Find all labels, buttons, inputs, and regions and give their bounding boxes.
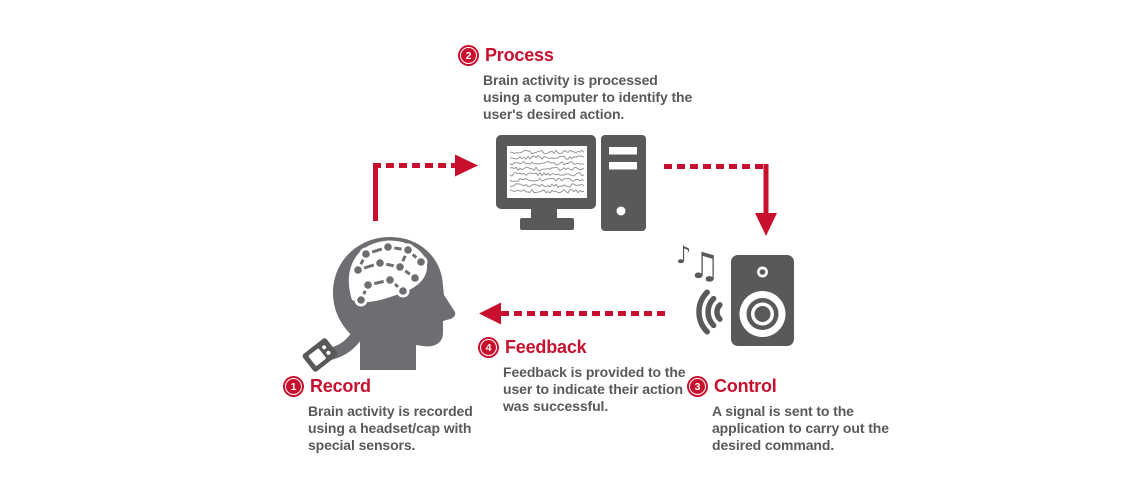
svg-text:♫: ♫ (688, 246, 720, 287)
arrow-feedback-icon (479, 302, 666, 325)
step-3-badge: 3 (687, 376, 708, 397)
step-record: 1 Record Brain activity is recorded usin… (283, 376, 504, 454)
step-feedback: 4 Feedback Feedback is provided to the u… (478, 337, 689, 415)
step-4-badge: 4 (478, 337, 499, 358)
music-notes-icon: ♪ ♫ (676, 241, 720, 287)
arrow-process-to-control-icon (664, 164, 777, 236)
step-feedback-description: Feedback is provided to the user to indi… (503, 364, 686, 414)
step-process-title: Process (485, 45, 554, 65)
eeg-traces-icon (509, 149, 585, 194)
step-feedback-title: Feedback (505, 337, 587, 357)
step-record-description: Brain activity is recorded using a heads… (308, 403, 473, 453)
step-control-description: A signal is sent to the application to c… (712, 403, 889, 453)
computer-tower-icon (601, 135, 646, 231)
speaker-icon (731, 255, 794, 346)
step-process-description: Brain activity is processed using a comp… (483, 72, 693, 122)
sound-waves-icon (696, 289, 723, 335)
step-1-badge: 1 (283, 376, 304, 397)
svg-text:♪: ♪ (676, 241, 691, 269)
head-with-eeg-sensors-icon (302, 237, 456, 372)
step-control-title: Control (714, 376, 777, 396)
step-record-title: Record (310, 376, 371, 396)
desktop-computer-icon (496, 135, 646, 231)
sensor-nodes-icon (351, 240, 428, 307)
step-2-badge: 2 (458, 45, 479, 66)
computer-screen (507, 146, 587, 198)
step-process: 2 Process Brain activity is processed us… (458, 45, 695, 123)
arrow-record-to-process-icon (373, 154, 478, 221)
recorder-device-icon (302, 338, 338, 372)
step-control: 3 Control A signal is sent to the applic… (687, 376, 896, 454)
